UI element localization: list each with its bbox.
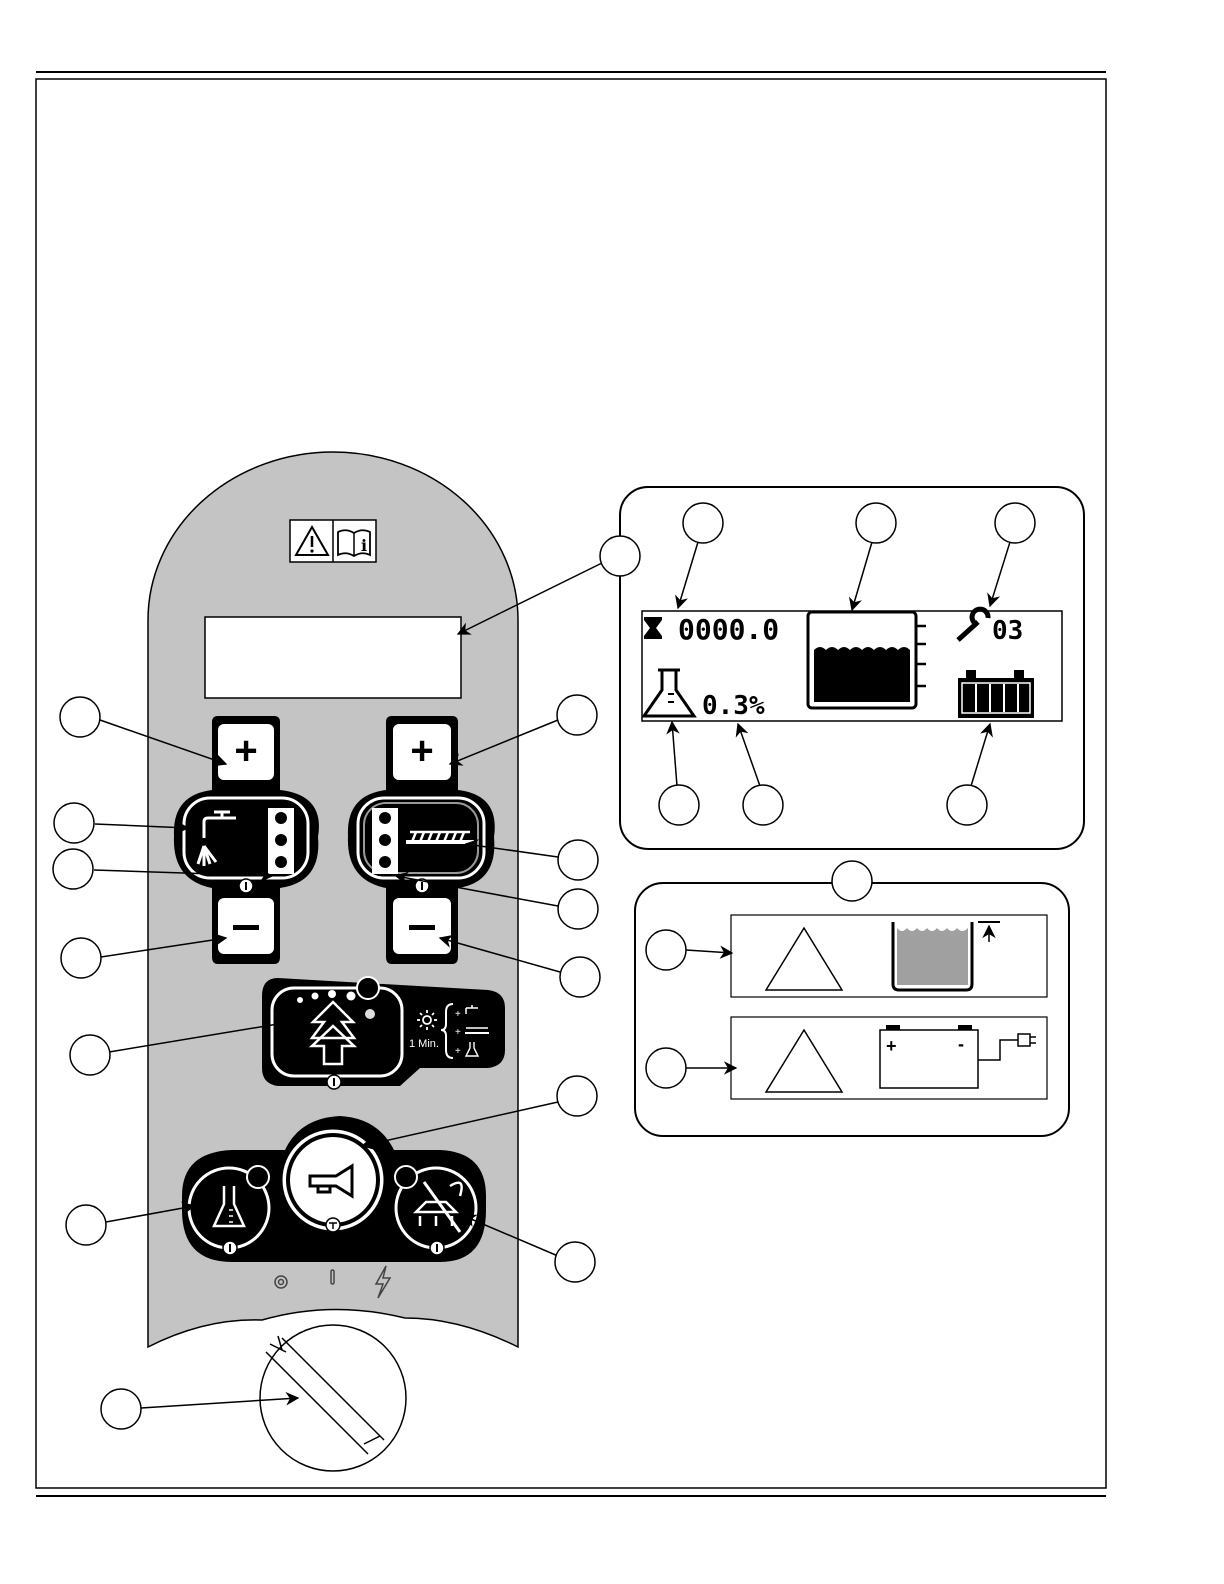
callout-brush-icon	[558, 840, 598, 880]
callout-solution-decrease	[61, 938, 101, 978]
callout-tank-level	[856, 503, 896, 543]
callout-boost	[70, 1035, 110, 1075]
warning-read-manual-icon: i	[290, 520, 376, 562]
vacuum-indicator-light	[395, 1166, 417, 1188]
callout-recovery-full	[646, 930, 686, 970]
solution-tank-level-icon	[808, 612, 926, 708]
callout-detergent-icon	[659, 785, 699, 825]
callout-warning-box	[832, 861, 872, 901]
svg-text:+: +	[886, 1036, 897, 1056]
boost-duration-label: 1 Min.	[409, 1038, 439, 1050]
callout-vacuum	[555, 1242, 595, 1282]
callout-detergent	[66, 1205, 106, 1245]
hour-meter-readout: 0000.0	[678, 613, 779, 646]
svg-text:i: i	[361, 536, 367, 555]
svg-text:+: +	[455, 1027, 461, 1038]
svg-text:-: -	[958, 1034, 964, 1054]
key-switch[interactable]	[260, 1325, 406, 1471]
callout-solution-flow-icon	[54, 803, 94, 843]
callout-brush-level-indicator	[558, 889, 598, 929]
detergent-indicator-light	[247, 1166, 269, 1188]
boost-indicator-light	[357, 977, 379, 999]
callout-display	[600, 536, 640, 576]
callout-key-switch	[101, 1389, 141, 1429]
callout-solution-increase	[60, 697, 100, 737]
callout-brush-increase	[557, 695, 597, 735]
svg-text:+: +	[455, 1009, 461, 1020]
service-code-readout: 03	[992, 616, 1023, 646]
callout-hour-meter	[683, 503, 723, 543]
callout-low-battery	[646, 1048, 686, 1088]
lcd-window	[205, 617, 461, 698]
svg-text:+: +	[234, 729, 257, 773]
svg-text:+: +	[455, 1046, 461, 1057]
callout-service-code	[995, 503, 1035, 543]
callout-battery-charge	[947, 785, 987, 825]
svg-text:+: +	[410, 729, 433, 773]
detergent-ratio-readout: 0.3%	[702, 691, 765, 721]
callout-horn	[557, 1076, 597, 1116]
callout-solution-level-indicator	[53, 849, 93, 889]
callout-brush-decrease	[560, 957, 600, 997]
callout-detergent-ratio	[743, 785, 783, 825]
